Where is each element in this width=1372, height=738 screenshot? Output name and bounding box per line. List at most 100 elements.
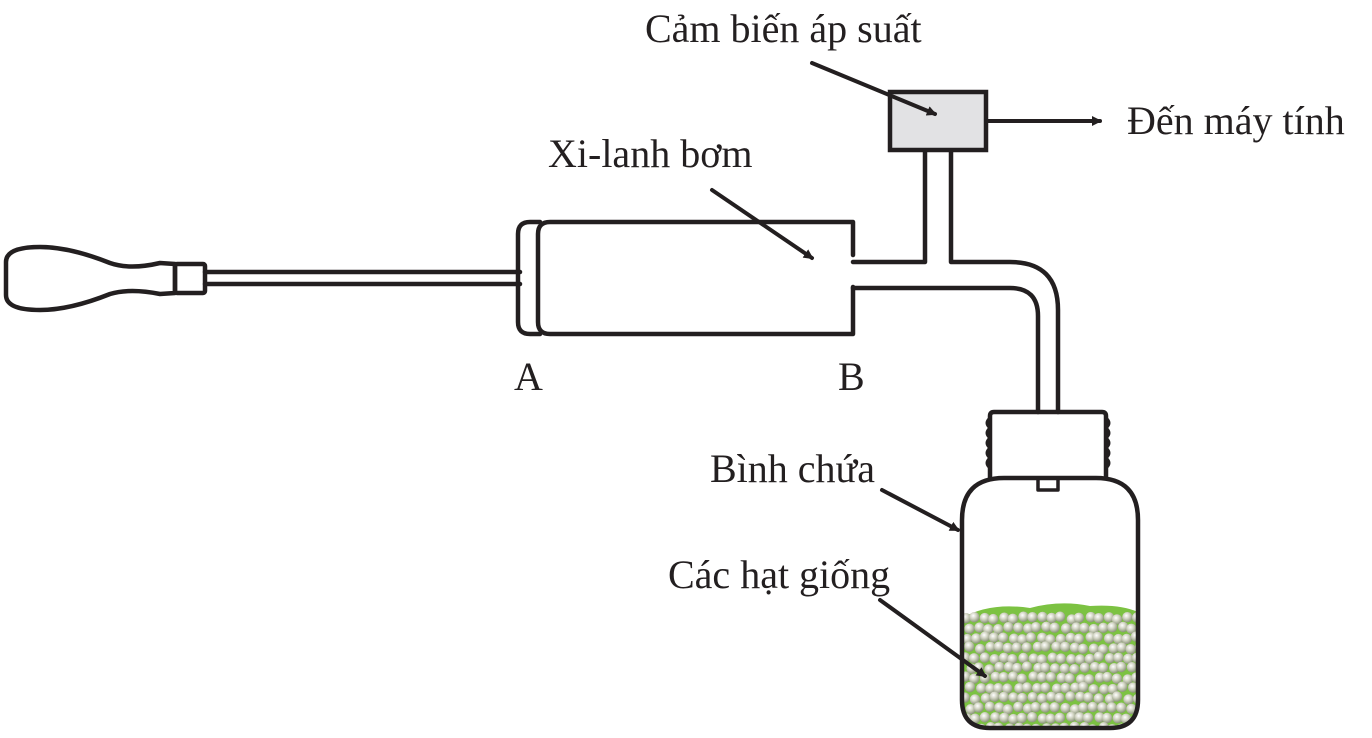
- seed: [1093, 693, 1104, 704]
- seed: [1046, 691, 1057, 702]
- seed: [989, 654, 1000, 665]
- seed: [1008, 633, 1020, 644]
- seed: [1069, 642, 1081, 653]
- label-pressure-sensor: Cảm biến áp suất: [645, 6, 922, 51]
- seed: [1093, 612, 1104, 624]
- seed: [1028, 671, 1039, 682]
- sensor-pointer-arrow: [810, 61, 937, 116]
- seed: [1107, 622, 1118, 633]
- seed: [1003, 661, 1015, 673]
- seed: [1017, 634, 1028, 645]
- seed: [1074, 712, 1085, 723]
- seed: [1126, 662, 1138, 673]
- seed: [1071, 622, 1082, 633]
- seed: [1079, 662, 1090, 673]
- seed: [999, 612, 1010, 623]
- seed: [1054, 712, 1066, 724]
- seed: [994, 661, 1005, 673]
- seed: [1021, 682, 1033, 693]
- seed: [1122, 674, 1133, 685]
- seed: [1101, 712, 1113, 724]
- seed: [1111, 614, 1123, 625]
- seed: [1051, 641, 1062, 652]
- seed: [968, 653, 980, 664]
- seed: [984, 701, 996, 712]
- seed: [1078, 681, 1089, 693]
- seed: [1099, 684, 1110, 695]
- seed: [964, 641, 975, 652]
- seed: [1069, 664, 1080, 675]
- seed: [1123, 653, 1134, 665]
- seed: [1060, 623, 1072, 634]
- seed: [1011, 662, 1023, 674]
- seed: [985, 641, 996, 653]
- syringe-pointer-arrow: [710, 188, 814, 260]
- seed: [1113, 652, 1124, 663]
- seed: [1137, 721, 1138, 728]
- container-pointer-arrow: [880, 488, 960, 532]
- seed: [1103, 633, 1115, 644]
- seed: [1036, 654, 1048, 665]
- seed: [1102, 671, 1113, 683]
- seed: [1007, 671, 1019, 682]
- seed: [1027, 612, 1038, 623]
- seed: [1054, 692, 1065, 704]
- seed: [1085, 611, 1097, 623]
- seed: [993, 623, 1004, 635]
- seed: [998, 652, 1010, 663]
- seed: [1049, 702, 1060, 713]
- seed: [979, 712, 991, 723]
- seed: [1021, 661, 1033, 672]
- seed: [1098, 622, 1109, 634]
- seed: [1051, 683, 1063, 694]
- label-seeds: Các hạt giống: [668, 552, 890, 597]
- seed: [1117, 681, 1128, 692]
- seed: [993, 641, 1005, 652]
- seed: [990, 671, 1001, 683]
- seed: [1116, 702, 1127, 713]
- plunger-rod: [202, 269, 523, 287]
- seed: [1087, 701, 1098, 713]
- seed: [1045, 671, 1057, 683]
- seed: [1097, 662, 1109, 673]
- seed: [985, 683, 996, 694]
- seed: [1060, 682, 1071, 694]
- seed: [1079, 622, 1090, 634]
- seed: [1046, 612, 1057, 624]
- seed: [1060, 702, 1071, 714]
- seed: [1103, 612, 1115, 623]
- seed: [1073, 633, 1085, 645]
- seed: [1018, 611, 1029, 622]
- seed: [964, 623, 975, 635]
- seed: [1125, 643, 1136, 655]
- seed: [1013, 622, 1024, 633]
- seed: [1093, 651, 1105, 662]
- seed: [1002, 642, 1014, 654]
- seed: [1049, 663, 1061, 674]
- seed: [1016, 712, 1028, 724]
- seed: [1094, 712, 1105, 723]
- seed: [1092, 631, 1103, 643]
- seed: [1037, 713, 1049, 724]
- seed: [988, 632, 1000, 643]
- seed: [1041, 723, 1052, 728]
- seed: [999, 712, 1010, 723]
- label-syringe: Xi-lanh bơm: [548, 131, 752, 176]
- seed: [980, 693, 992, 704]
- label-point-a: A: [514, 354, 543, 399]
- seed: [1112, 712, 1124, 724]
- seed: [1037, 611, 1048, 623]
- seed: [1028, 653, 1039, 664]
- seed: [969, 612, 980, 623]
- seed: [1066, 711, 1077, 722]
- seed: [964, 681, 976, 693]
- seed: [1040, 702, 1051, 713]
- seed: [1039, 662, 1051, 673]
- seed: [1097, 702, 1108, 713]
- seed: [969, 694, 981, 705]
- seed: [1123, 694, 1134, 705]
- seed: [1083, 692, 1094, 703]
- seed: [1007, 613, 1019, 625]
- seed: [1007, 653, 1018, 665]
- connecting-tube: [850, 147, 1061, 415]
